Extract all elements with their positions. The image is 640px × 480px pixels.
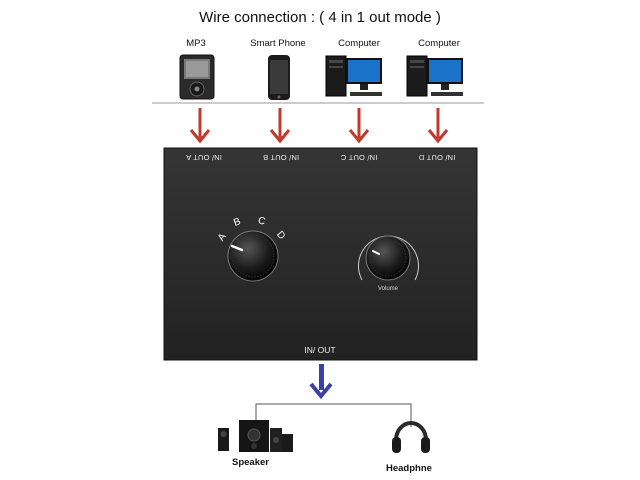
smartphone-icon	[268, 55, 290, 100]
output-port-label: IN/ OUT	[304, 345, 336, 355]
switch-body	[163, 147, 478, 361]
output-arrow	[309, 364, 333, 400]
input-arrow-c	[348, 108, 370, 144]
device-label-computer-1: Computer	[338, 38, 380, 49]
volume-label: Volume	[377, 286, 398, 292]
desktop-computer-icon	[406, 55, 463, 97]
desktop-computer-icon	[325, 55, 382, 97]
page-title: Wire connection : ( 4 in 1 out mode )	[199, 9, 441, 26]
port-label-d: IN/ OUT D	[418, 153, 456, 162]
speaker-system-icon	[218, 420, 293, 452]
port-label-a: IN/ OUT A	[186, 153, 222, 162]
headphone-icon	[392, 421, 430, 453]
device-label-computer-2: Computer	[418, 38, 460, 49]
port-label-c: IN/ OUT C	[340, 153, 378, 162]
volume-knob	[358, 235, 419, 281]
input-arrow-b	[269, 108, 291, 144]
output-label-speaker: Speaker	[232, 457, 269, 468]
device-label-mp3: MP3	[186, 38, 206, 49]
mp3-player-icon	[179, 54, 215, 100]
port-label-b: IN/ OUT B	[262, 153, 300, 162]
device-label-smartphone: Smart Phone	[250, 38, 306, 49]
selector-knob	[227, 230, 279, 282]
output-label-headphone: Headphne	[386, 463, 432, 474]
input-arrow-a	[189, 108, 211, 144]
output-bracket	[255, 403, 412, 427]
input-arrow-d	[427, 108, 449, 144]
